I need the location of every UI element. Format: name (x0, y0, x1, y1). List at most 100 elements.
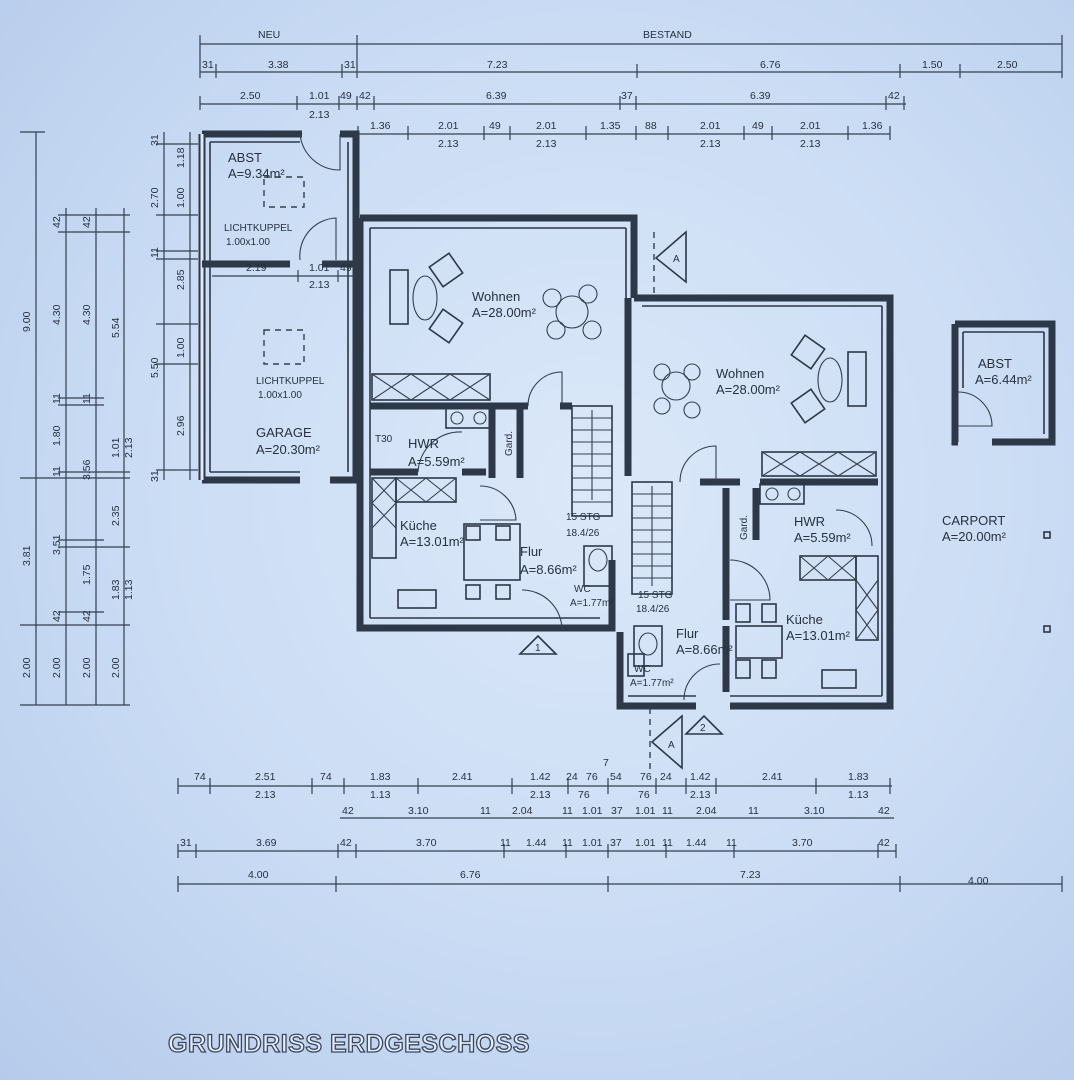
dim-label: 2.04 (512, 805, 533, 817)
left-dimensions (20, 131, 198, 706)
dim-label: 6.76 (460, 869, 481, 881)
dim-label: 31 (149, 470, 161, 482)
dim-label: 76 (578, 789, 590, 801)
wohnen-left-name: Wohnen (472, 289, 520, 304)
dim-label: 1.18 (175, 147, 187, 168)
dim-label: 5.54 (110, 317, 122, 338)
dim-label: 11 (726, 837, 737, 849)
dim-label: 11 (562, 805, 573, 817)
dim-label: 76 (640, 771, 652, 783)
dim-label: 1.01 (635, 837, 656, 849)
dim-label: 6.76 (760, 59, 781, 71)
dim-label: 49 (340, 262, 352, 274)
abst-left-area: A=9.34m² (228, 166, 285, 181)
dim-label: 11 (149, 247, 161, 258)
dim-label: 42 (878, 837, 890, 849)
dim-label: 1.01 (635, 805, 656, 817)
hwr-left-area: A=5.59m² (408, 454, 465, 469)
dim-label: 42 (359, 90, 371, 102)
hwr-left-name: HWR (408, 436, 439, 451)
hwr-right-name: HWR (794, 514, 825, 529)
kueche-right-area: A=13.01m² (786, 628, 851, 643)
bottom-dimension-labels: 74 2.51 74 1.83 2.41 1.42 24 76 7 54 76 … (180, 757, 989, 887)
kueche-right-name: Küche (786, 612, 823, 627)
carport-labels: ABST A=6.44m² CARPORT A=20.00m² (942, 356, 1032, 544)
stair-left-ratio: 18.4/26 (566, 528, 600, 539)
dim-label: 24 (660, 771, 672, 783)
dim-label: 2.13 (309, 279, 330, 291)
hwr-right-area: A=5.59m² (794, 530, 851, 545)
dim-label: 1.01 (582, 837, 603, 849)
dim-label: 2.96 (175, 415, 187, 436)
dim-label: 1.83 (848, 771, 869, 783)
dim-label: 2.01 (700, 120, 721, 132)
dim-label: 88 (645, 120, 657, 132)
dim-label: 54 (610, 771, 622, 783)
dim-label: 1.01 (110, 437, 122, 458)
dim-label: 2.51 (255, 771, 276, 783)
section-a-bottom-label: A (668, 740, 675, 751)
flur-right-name: Flur (676, 626, 699, 641)
dim-label: 1.42 (690, 771, 711, 783)
dim-label: 42 (340, 837, 352, 849)
kueche-left-name: Küche (400, 518, 437, 533)
dim-label: 37 (611, 805, 623, 817)
dim-label: 1.01 (582, 805, 603, 817)
left-unit-labels: Wohnen A=28.00m² T30 HWR A=5.59m² Gard. … (375, 289, 614, 609)
dim-label: 2.13 (530, 789, 551, 801)
dim-label: 11 (480, 805, 491, 817)
kueche-left-area: A=13.01m² (400, 534, 465, 549)
t30-label: T30 (375, 434, 393, 445)
dim-label: 31 (202, 59, 214, 71)
garage-building (198, 130, 360, 484)
dim-label: 9.00 (21, 311, 33, 332)
dim-label: 2.01 (438, 120, 459, 132)
dim-label: 1.83 (110, 579, 122, 600)
top-dimensions (199, 35, 1063, 140)
dim-label: 2.00 (110, 657, 122, 678)
dim-label: 4.30 (51, 304, 63, 325)
dim-label: 42 (342, 805, 354, 817)
section-a-top-label: A (673, 254, 680, 265)
dim-label: 76 (638, 789, 650, 801)
flur-left-name: Flur (520, 544, 543, 559)
right-unit-labels: Wohnen A=28.00m² Gard. HWR A=5.59m² Küch… (630, 366, 851, 689)
dim-label: 2.70 (149, 187, 161, 208)
bestand-header: BESTAND (643, 29, 692, 41)
dim-label: 1.00 (175, 337, 187, 358)
stair-left-label: 15 STG (566, 512, 601, 523)
dim-label: 4.00 (248, 869, 269, 881)
dim-label: 1.36 (370, 120, 391, 132)
dim-label: 6.39 (486, 90, 507, 102)
dim-label: 11 (81, 393, 93, 404)
dim-label: 2.01 (536, 120, 557, 132)
dim-label: 3.10 (804, 805, 825, 817)
dim-label: 2.13 (438, 138, 459, 150)
dim-label: 1.44 (526, 837, 547, 849)
flur-left-area: A=8.66m² (520, 562, 577, 577)
dim-label: 1.80 (51, 425, 63, 446)
top-dimension-labels: NEU BESTAND 31 3.38 31 7.23 6.76 1.50 2.… (202, 29, 1018, 150)
dim-label: 76 (586, 771, 598, 783)
dim-label: 1.01 (309, 90, 330, 102)
lichtkuppel-mid-name: LICHTKUPPEL (256, 376, 325, 387)
dim-label: 3.56 (81, 459, 93, 480)
dim-label: 3.70 (416, 837, 437, 849)
dim-label: 37 (610, 837, 622, 849)
dim-label: 2.13 (690, 789, 711, 801)
dim-label: 2.85 (175, 269, 187, 290)
entry-2-label: 2 (700, 723, 706, 734)
lichtkuppel-mid-size: 1.00x1.00 (258, 390, 302, 401)
garage-name: GARAGE (256, 425, 312, 440)
dim-label: 2.01 (800, 120, 821, 132)
dim-label: 11 (51, 393, 63, 404)
dim-label: 11 (51, 466, 63, 477)
dim-label: 31 (149, 134, 161, 146)
dim-label: 2.41 (762, 771, 783, 783)
dim-label: 2.13 (536, 138, 557, 150)
dim-label: 1.50 (922, 59, 943, 71)
gard-right-label: Gard. (739, 515, 750, 540)
dim-label: 1.35 (600, 120, 621, 132)
dim-label: 3.70 (792, 837, 813, 849)
